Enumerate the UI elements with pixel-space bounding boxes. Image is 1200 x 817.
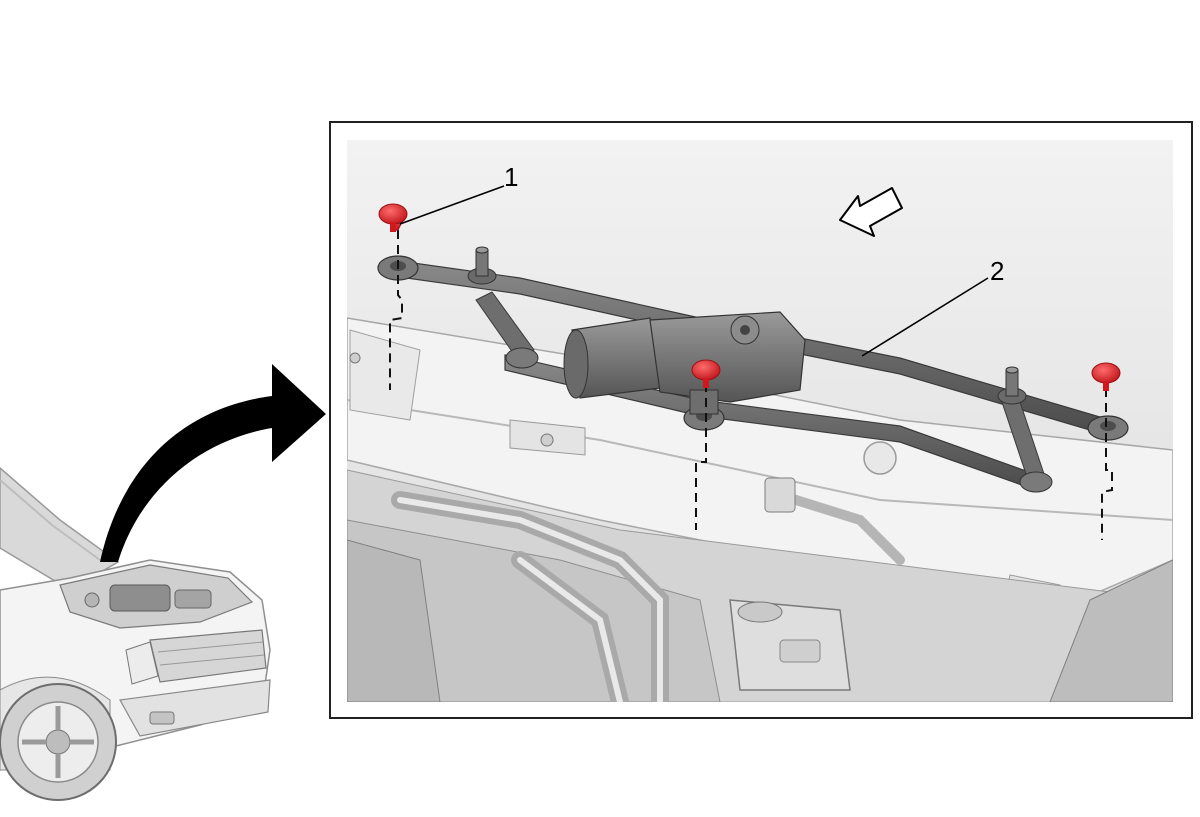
fastener-alignment-lines bbox=[389, 230, 1113, 540]
front-direction-arrow-icon bbox=[839, 187, 903, 237]
curved-arrow-icon bbox=[100, 364, 326, 562]
bolt-icon bbox=[1091, 362, 1121, 391]
detail-view bbox=[347, 140, 1173, 702]
callout-2-label: 2 bbox=[990, 256, 1004, 286]
wiper-transmission bbox=[377, 246, 1129, 493]
vehicle-overview bbox=[0, 467, 271, 801]
callout-2-leader bbox=[861, 277, 989, 357]
callout-1-leader bbox=[399, 185, 505, 225]
callout-1-label: 1 bbox=[504, 162, 518, 192]
bolt-icon bbox=[691, 359, 721, 388]
